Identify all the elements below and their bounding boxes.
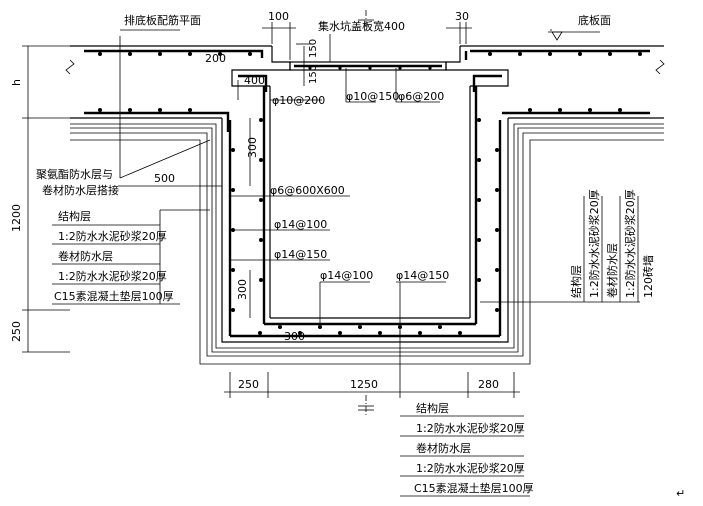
bottom-layer-table: 结构层 1:2防水水泥砂浆20厚 卷材防水层 1:2防水水泥砂浆20厚 C15素… xyxy=(400,401,534,497)
label-joint-note-line2: 卷材防水层搭接 xyxy=(42,183,119,197)
right-layer-4: 1:2防水水泥砂浆20厚 xyxy=(623,189,637,298)
label-end-mark: ↵ xyxy=(676,487,685,500)
label-dim-30: 30 xyxy=(455,10,469,23)
right-layer-5: 120砖墙 xyxy=(641,255,655,298)
right-layer-1: 结构层 xyxy=(569,265,583,298)
dimension-lines xyxy=(22,22,600,398)
label-rebar-phi14-100-a: φ14@100 xyxy=(274,218,327,231)
label-dim-280: 280 xyxy=(478,378,499,391)
label-rebar-phi6-600: φ6@600X600 xyxy=(270,184,345,197)
left-layer-2: 1:2防水水泥砂浆20厚 xyxy=(58,229,167,243)
bottom-layer-1: 结构层 xyxy=(416,401,449,415)
label-top-left-title: 排底板配筋平面 xyxy=(124,13,201,27)
leader-lines xyxy=(119,29,640,398)
label-dim-150-b: 150 xyxy=(308,65,319,84)
label-dim-300-bottom: 300 xyxy=(284,330,305,343)
label-rebar-phi14-150-a: φ14@150 xyxy=(274,248,327,261)
left-layer-5: C15素混凝土垫层100厚 xyxy=(54,289,174,303)
label-rebar-phi14-100-b: φ14@100 xyxy=(320,269,373,282)
label-dim-200: 200 xyxy=(205,52,226,65)
label-dim-250-left: 250 xyxy=(10,321,23,342)
left-layer-table: 结构层 1:2防水水泥砂浆20厚 卷材防水层 1:2防水水泥砂浆20厚 C15素… xyxy=(52,209,180,305)
bottom-layer-5: C15素混凝土垫层100厚 xyxy=(414,481,534,495)
right-layer-table: 结构层 1:2防水水泥砂浆20厚 卷材防水层 1:2防水水泥砂浆20厚 120砖… xyxy=(569,189,655,302)
label-dim-100: 100 xyxy=(268,10,289,23)
text-labels: 排底板配筋平面 集水坑盖板宽400 底板面 100 30 150 150 200… xyxy=(10,10,685,500)
left-layer-4: 1:2防水水泥砂浆20厚 xyxy=(58,269,167,283)
label-dim-300-lower: 300 xyxy=(236,279,249,300)
label-dim-250-bottom: 250 xyxy=(238,378,259,391)
bottom-layer-4: 1:2防水水泥砂浆20厚 xyxy=(416,461,525,475)
label-rebar-phi6-200: φ6@200 xyxy=(398,90,444,103)
label-rebar-phi10-150: φ10@150 xyxy=(346,90,399,103)
right-layer-2: 1:2防水水泥砂浆20厚 xyxy=(587,189,601,298)
left-layer-1: 结构层 xyxy=(58,209,91,223)
label-dim-h: h xyxy=(10,79,23,86)
label-dim-150-a: 150 xyxy=(308,39,319,58)
label-dim-300-upper: 300 xyxy=(246,137,259,158)
label-dim-1200: 1200 xyxy=(10,204,23,232)
bottom-layer-2: 1:2防水水泥砂浆20厚 xyxy=(416,421,525,435)
concrete-outline xyxy=(65,45,665,365)
label-dim-400: 400 xyxy=(244,74,265,87)
label-dim-500: 500 xyxy=(154,172,175,185)
label-top-right-title: 底板面 xyxy=(578,13,611,27)
label-rebar-phi10-200: φ10@200 xyxy=(272,94,325,107)
label-rebar-phi14-150-b: φ14@150 xyxy=(396,269,449,282)
label-dim-1250: 1250 xyxy=(350,378,378,391)
left-layer-3: 卷材防水层 xyxy=(58,249,113,263)
reinforcement xyxy=(84,49,650,338)
center-lines xyxy=(358,10,374,416)
label-top-center-title: 集水坑盖板宽400 xyxy=(318,19,405,33)
label-joint-note-line1: 聚氨酯防水层与 xyxy=(36,167,113,181)
right-layer-3: 卷材防水层 xyxy=(605,243,619,298)
bottom-layer-3: 卷材防水层 xyxy=(416,441,471,455)
